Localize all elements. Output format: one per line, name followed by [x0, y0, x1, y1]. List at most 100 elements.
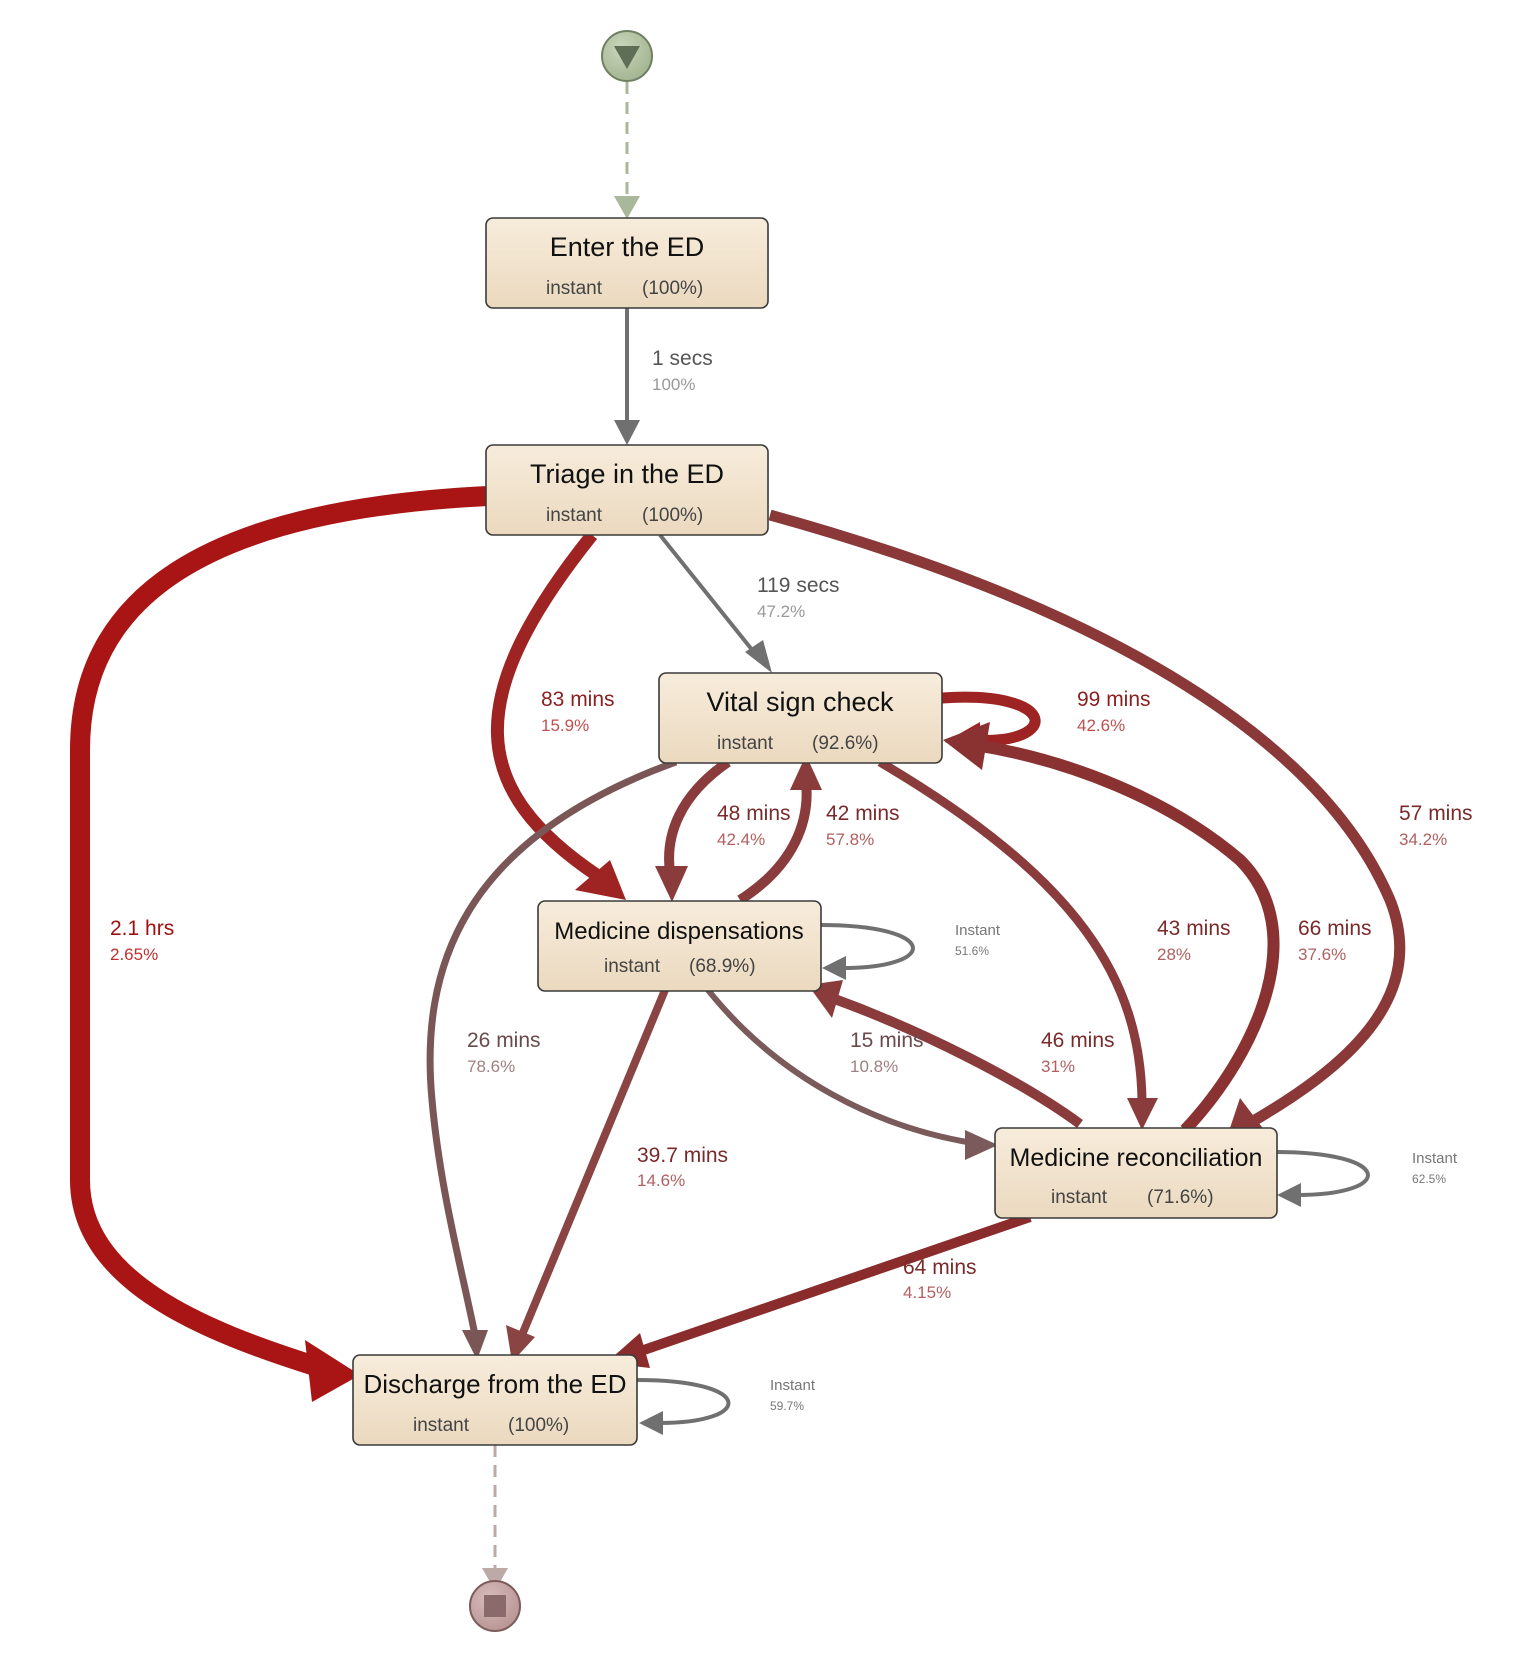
edge-label-triage-to-vital: 119 secs 47.2%: [757, 574, 840, 621]
edge-vital-to-medicine-reconciliation[interactable]: [877, 758, 1158, 1130]
edge-time: 119 secs: [757, 574, 840, 597]
edge-time: 1 secs: [652, 347, 713, 370]
stop-icon: [484, 1595, 506, 1617]
self-loop-label-discharge: Instant 59.7%: [770, 1377, 816, 1413]
activity-frequency: (92.6%): [812, 733, 879, 754]
edge-label-triage-to-discharge: 2.1 hrs 2.65%: [110, 917, 174, 964]
self-loop-label-medicine-reconciliation: Instant 62.5%: [1412, 1150, 1458, 1186]
edge-percent: 57.8%: [826, 830, 874, 849]
activity-medicine-dispensations[interactable]: Medicine dispensations instant (68.9%): [537, 900, 822, 992]
edge-label-enter-to-triage: 1 secs 100%: [652, 347, 713, 394]
edge-percent: 4.15%: [903, 1283, 951, 1302]
edge-enter-to-triage[interactable]: [614, 308, 640, 445]
activity-duration: instant: [546, 505, 603, 526]
edge-percent: 42.4%: [717, 830, 765, 849]
edge-time: 15 mins: [850, 1029, 924, 1052]
edge-label-medicine-dispensations-to-discharge: 39.7 mins 14.6%: [637, 1144, 728, 1190]
edge-time: 39.7 mins: [637, 1144, 728, 1167]
edge-percent: 31%: [1041, 1057, 1075, 1076]
edge-label-medicine-reconciliation-to-discharge: 64 mins 4.15%: [903, 1256, 977, 1302]
activity-frequency: (71.6%): [1147, 1187, 1214, 1208]
edge-percent: 47.2%: [757, 602, 805, 621]
self-loop-percent: 51.6%: [955, 944, 989, 958]
activity-discharge-from-the-ed[interactable]: Discharge from the ED instant (100%): [352, 1354, 638, 1446]
edge-time: 26 mins: [467, 1029, 541, 1052]
edge-time: 57 mins: [1399, 802, 1473, 825]
start-node[interactable]: [601, 30, 653, 82]
edge-time: 46 mins: [1041, 1029, 1115, 1052]
edge-label-medicine-dispensations-to-medicine-reconciliation: 15 mins 10.8%: [850, 1029, 924, 1076]
activity-duration: instant: [604, 956, 661, 977]
edge-time: 48 mins: [717, 802, 791, 825]
activity-duration: instant: [717, 733, 774, 754]
activity-title: Medicine dispensations: [554, 918, 803, 945]
edge-label-medicine-reconciliation-to-vital: 66 mins 37.6%: [1298, 917, 1372, 964]
self-loop-percent: 59.7%: [770, 1399, 804, 1413]
activity-duration: instant: [413, 1415, 470, 1436]
edge-label-vital-to-medicine-dispensations: 48 mins 42.4%: [717, 802, 791, 849]
edge-start-to-enter[interactable]: [614, 82, 640, 219]
edge-medicine-dispensations-to-vital[interactable]: [737, 755, 822, 905]
edge-percent: 2.65%: [110, 945, 158, 964]
end-node[interactable]: [469, 1580, 521, 1632]
edge-time: 42 mins: [826, 802, 900, 825]
activity-vital-sign-check[interactable]: Vital sign check instant (92.6%): [658, 672, 943, 764]
edge-discharge-to-end[interactable]: [482, 1445, 508, 1591]
edge-triage-to-discharge[interactable]: [70, 486, 489, 1402]
activity-medicine-reconciliation[interactable]: Medicine reconciliation instant (71.6%): [994, 1127, 1278, 1219]
edge-vital-to-discharge[interactable]: [426, 758, 678, 1360]
edge-time: 83 mins: [541, 688, 615, 711]
self-loop-label-medicine-dispensations: Instant 51.6%: [955, 922, 1001, 958]
self-loop-percent: 62.5%: [1412, 1172, 1446, 1186]
edge-percent: 14.6%: [637, 1171, 685, 1190]
edge-time: 64 mins: [903, 1256, 977, 1279]
edge-medicine-reconciliation-to-discharge[interactable]: [606, 1212, 1032, 1368]
activity-duration: instant: [546, 278, 603, 299]
edge-vital-to-medicine-dispensations[interactable]: [655, 757, 731, 902]
edge-percent: 42.6%: [1077, 716, 1125, 735]
edge-percent: 78.6%: [467, 1057, 515, 1076]
edge-label-vital-to-medicine-reconciliation: 43 mins 28%: [1157, 917, 1231, 964]
edge-label-triage-to-medicine-dispensations: 83 mins 15.9%: [541, 688, 615, 735]
activity-frequency: (68.9%): [689, 956, 756, 977]
play-down-icon: [614, 46, 640, 69]
edge-percent: 10.8%: [850, 1057, 898, 1076]
edge-percent: 15.9%: [541, 716, 589, 735]
activity-title: Vital sign check: [706, 687, 894, 717]
edge-label-vital-to-discharge: 26 mins 78.6%: [467, 1029, 541, 1076]
activity-frequency: (100%): [508, 1415, 569, 1436]
activity-duration: instant: [1051, 1187, 1108, 1208]
edge-label-medicine-reconciliation-to-medicine-dispensations: 46 mins 31%: [1041, 1029, 1115, 1076]
self-loop-time: Instant: [955, 922, 1001, 939]
activity-title: Enter the ED: [550, 232, 705, 262]
activity-title: Discharge from the ED: [364, 1369, 627, 1399]
edge-medicine-reconciliation-to-vital[interactable]: [943, 722, 1280, 1135]
activity-triage-in-the-ed[interactable]: Triage in the ED instant (100%): [485, 444, 769, 536]
edge-label-triage-to-medicine-reconciliation: 57 mins 34.2%: [1399, 802, 1473, 849]
edge-medicine-reconciliation-self-loop[interactable]: [1274, 1150, 1370, 1207]
edge-percent: 100%: [652, 375, 695, 394]
self-loop-time: Instant: [770, 1377, 816, 1394]
edge-time: 66 mins: [1298, 917, 1372, 940]
activity-enter-the-ed[interactable]: Enter the ED instant (100%): [485, 217, 769, 309]
edge-percent: 28%: [1157, 945, 1191, 964]
edge-label-vital-self-loop: 99 mins 42.6%: [1077, 688, 1151, 735]
edge-medicine-dispensations-to-discharge[interactable]: [506, 988, 669, 1362]
edge-percent: 37.6%: [1298, 945, 1346, 964]
edge-medicine-dispensations-to-medicine-reconciliation[interactable]: [705, 988, 998, 1160]
edge-discharge-self-loop[interactable]: [636, 1378, 731, 1435]
edge-percent: 34.2%: [1399, 830, 1447, 849]
edge-triage-to-medicine-dispensations[interactable]: [491, 530, 626, 900]
edge-time: 2.1 hrs: [110, 917, 174, 940]
edge-label-medicine-dispensations-to-vital: 42 mins 57.8%: [826, 802, 900, 849]
edge-time: 43 mins: [1157, 917, 1231, 940]
activity-title: Triage in the ED: [530, 459, 724, 489]
edge-medicine-dispensations-self-loop[interactable]: [819, 923, 915, 980]
edge-triage-to-vital[interactable]: [658, 533, 772, 673]
activity-title: Medicine reconciliation: [1010, 1144, 1263, 1172]
self-loop-time: Instant: [1412, 1150, 1458, 1167]
activity-frequency: (100%): [642, 278, 703, 299]
edge-time: 99 mins: [1077, 688, 1151, 711]
activity-frequency: (100%): [642, 505, 703, 526]
